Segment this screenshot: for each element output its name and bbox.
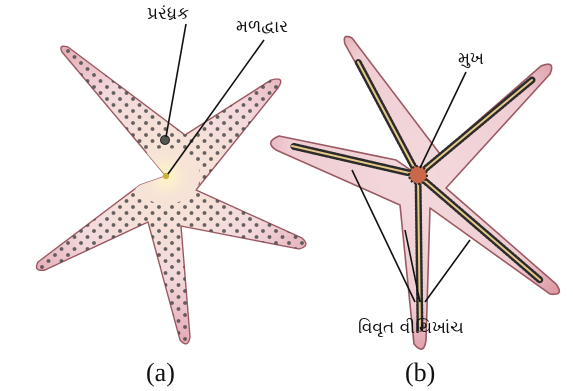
madreporite-leader-line bbox=[166, 24, 186, 137]
ambulacral-groove-label: વિવૃત વીથિખાંચ bbox=[358, 318, 464, 338]
panel-b-caption: (b) bbox=[405, 358, 435, 387]
madreporite-plate bbox=[161, 136, 170, 145]
anus-label: મળદ્વાર bbox=[236, 17, 288, 37]
starfish-a-spines bbox=[0, 0, 320, 360]
mouth-label: મુખ bbox=[458, 49, 484, 69]
mouth-opening bbox=[409, 166, 427, 184]
panel-a-caption: (a) bbox=[146, 358, 175, 387]
starfish-aboral-view bbox=[0, 0, 320, 360]
ambulacral-grooves bbox=[292, 62, 540, 330]
madreporite-label: પ્રરંધ્રક bbox=[147, 4, 189, 24]
starfish-oral-view bbox=[271, 36, 560, 349]
groove-leader-line-3 bbox=[425, 240, 470, 302]
